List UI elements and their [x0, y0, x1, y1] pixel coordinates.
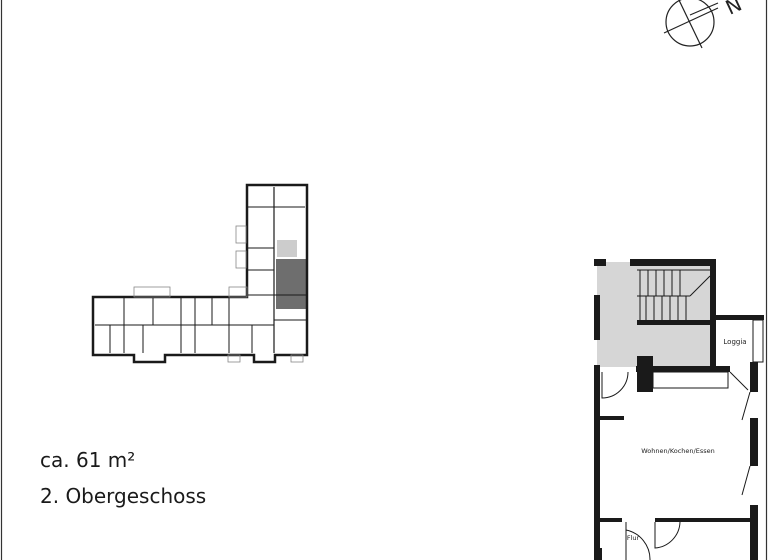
floor-level: 2. Obergeschoss: [40, 484, 207, 508]
north-arrow-icon: N: [663, 0, 746, 49]
apartment-area: ca. 61 m²: [40, 448, 136, 472]
room-label-hall: Flur: [627, 534, 640, 542]
north-label: N: [722, 0, 746, 20]
unit-highlight: [276, 259, 306, 309]
room-label-loggia: Loggia: [723, 338, 746, 346]
key-plan: [91, 183, 309, 364]
apartment-plan: Loggia Wohnen/Kochen/Essen Flur: [594, 259, 764, 560]
room-label-living: Wohnen/Kochen/Essen: [641, 447, 715, 455]
